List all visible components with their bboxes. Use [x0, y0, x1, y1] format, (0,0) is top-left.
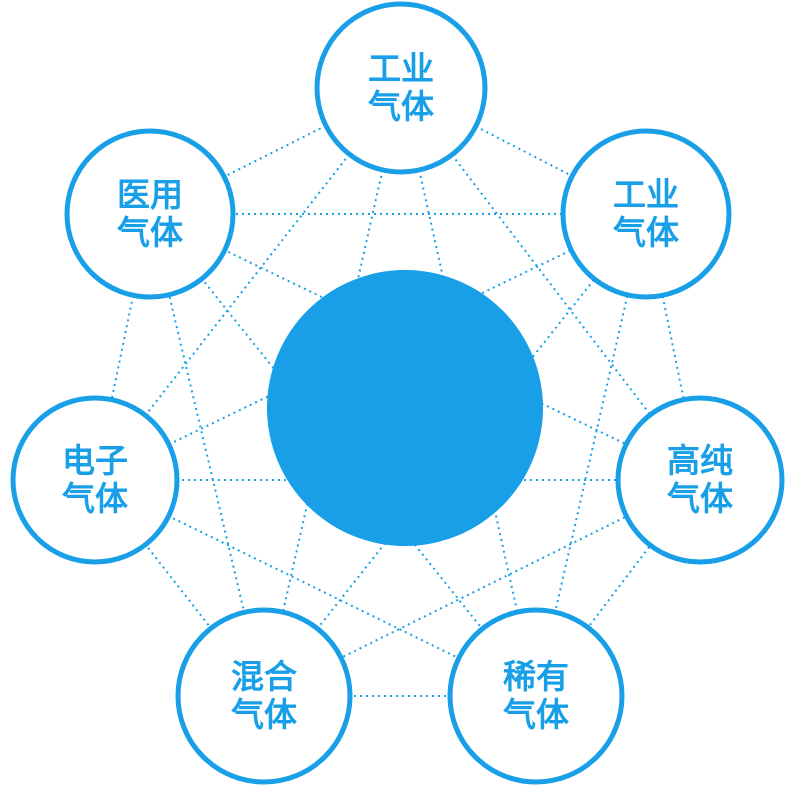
- center-circle: [267, 270, 543, 546]
- gas-node-label: 电子气体: [62, 441, 128, 518]
- gas-node-rare-gas: 稀有气体: [447, 607, 625, 785]
- gas-node-label: 医用气体: [117, 175, 183, 252]
- gas-node-circle: [560, 128, 732, 300]
- connector-line: [263, 87, 402, 697]
- gas-node-industrial-gas-upper-right: 工业气体: [560, 128, 732, 300]
- gas-node-circle: [175, 607, 353, 785]
- connector-line: [149, 213, 265, 697]
- connector-line: [149, 213, 537, 697]
- gas-node-label: 工业气体: [368, 49, 434, 126]
- gas-node-label: 高纯气体: [667, 441, 733, 518]
- gas-node-circle: [10, 395, 180, 565]
- connector-line: [400, 87, 537, 697]
- connector-line: [400, 87, 701, 481]
- gas-node-label: 混合气体: [231, 657, 297, 734]
- connector-line: [535, 213, 647, 697]
- gas-node-circle: [615, 395, 785, 565]
- gas-node-industrial-gas-top: 工业气体: [314, 1, 488, 175]
- gas-node-label: 稀有气体: [503, 657, 569, 734]
- gas-node-mixed-gas: 混合气体: [175, 607, 353, 785]
- gas-node-high-purity-gas: 高纯气体: [615, 395, 785, 565]
- gas-node-medical-gas: 医用气体: [64, 128, 236, 300]
- gas-node-circle: [314, 1, 488, 175]
- gas-node-circle: [64, 128, 236, 300]
- gas-node-electronic-gas: 电子气体: [10, 395, 180, 565]
- gas-node-label: 工业气体: [613, 175, 679, 252]
- gas-node-circle: [447, 607, 625, 785]
